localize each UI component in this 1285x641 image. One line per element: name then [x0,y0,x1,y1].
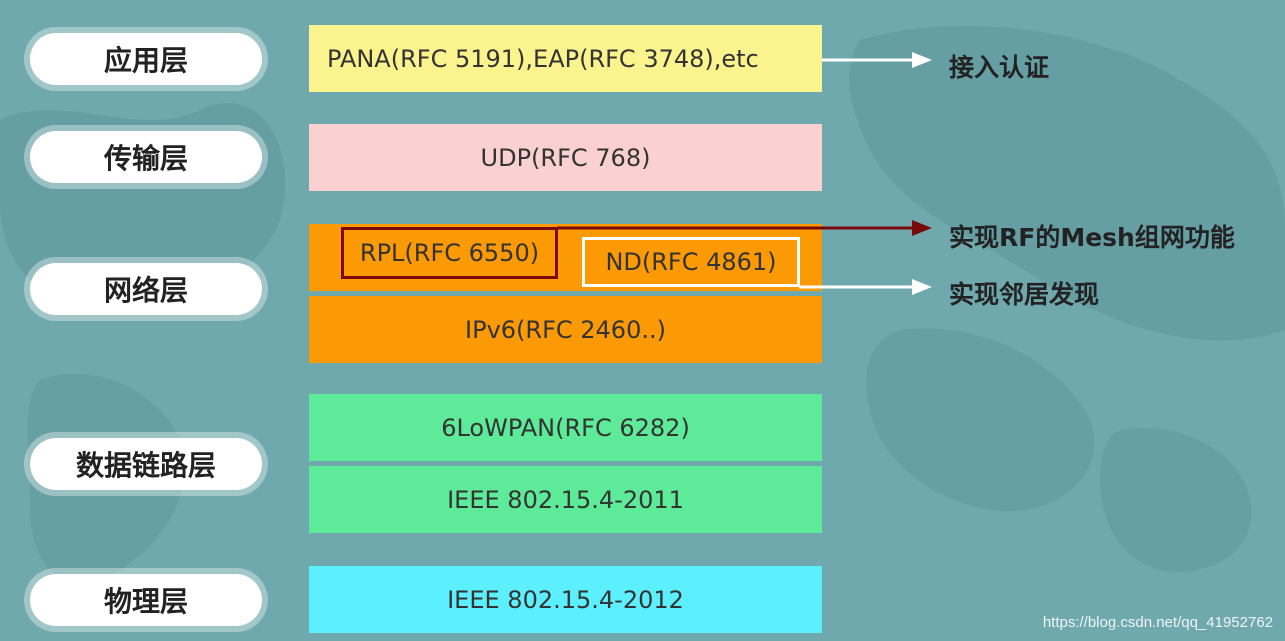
layer-transport-pill: 传输层 [30,131,262,183]
layer-transport-label: 传输层 [103,142,188,175]
rpl-box: RPL(RFC 6550) [341,227,558,279]
ieee2011-protocol-text: IEEE 802.15.4-2011 [447,485,684,514]
layer-network-pill: 网络层 [30,263,262,315]
auth-annotation: 接入认证 [949,53,1050,82]
sixlowpan-protocol-text: 6LoWPAN(RFC 6282) [441,413,690,442]
application-protocol-box: PANA(RFC 5191),EAP(RFC 3748),etc [309,25,822,92]
layer-application-label: 应用层 [103,44,188,77]
watermark: https://blog.csdn.net/qq_41952762 [1042,614,1273,631]
layer-application-pill: 应用层 [30,33,262,85]
layer-physical-pill: 物理层 [30,574,262,626]
sixlowpan-protocol-box: 6LoWPAN(RFC 6282) [309,394,822,461]
network-routing-box [309,224,822,291]
ipv6-protocol-text: IPv6(RFC 2460..) [465,315,666,344]
rpl-text: RPL(RFC 6550) [359,239,540,267]
neighbor-annotation: 实现邻居发现 [949,280,1100,309]
application-protocol-text: PANA(RFC 5191),EAP(RFC 3748),etc [327,44,759,73]
layer-network-label: 网络层 [103,274,188,307]
ieee2011-protocol-box: IEEE 802.15.4-2011 [309,466,822,533]
mesh-annotation: 实现RF的Mesh组网功能 [949,223,1235,252]
layer-physical-label: 物理层 [103,585,188,618]
nd-text: ND(RFC 4861) [605,248,777,276]
layer-datalink-pill: 数据链路层 [30,438,262,490]
ipv6-protocol-box: IPv6(RFC 2460..) [309,296,822,363]
layer-datalink-label: 数据链路层 [75,449,216,482]
ieee2012-protocol-text: IEEE 802.15.4-2012 [447,585,684,614]
ieee2012-protocol-box: IEEE 802.15.4-2012 [309,566,822,633]
transport-protocol-box: UDP(RFC 768) [309,124,822,191]
transport-protocol-text: UDP(RFC 768) [480,143,651,172]
nd-box: ND(RFC 4861) [582,237,800,287]
